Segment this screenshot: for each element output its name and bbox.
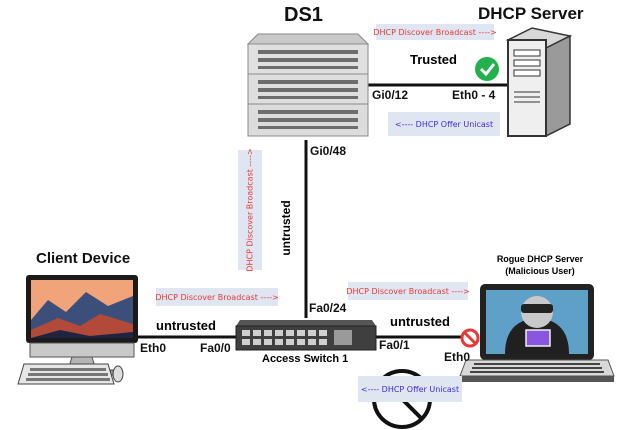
ds1-title: DS1 [284, 4, 323, 26]
hacker-laptop-icon [459, 284, 615, 382]
access-switch-label: Access Switch 1 [262, 353, 349, 365]
rogue-title-line1: Rogue DHCP Server [496, 254, 584, 264]
tower-server-icon [505, 27, 573, 138]
port-eth0-4: Eth0 - 4 [452, 88, 496, 102]
note-discover-top: DHCP Discover Broadcast ----> [373, 24, 497, 40]
port-gi0-12: Gi0/12 [372, 88, 409, 102]
port-fa0-24: Fa0/24 [309, 301, 347, 315]
dhcp-server-title: DHCP Server [478, 4, 584, 23]
rogue-dhcp-title: Rogue DHCP Server (Malicious User) [488, 253, 592, 277]
note-discover-rogue: DHCP Discover Broadcast ----> [346, 282, 470, 300]
untrusted-vertical-label: untrusted [279, 200, 293, 256]
trusted-label: Trusted [410, 52, 457, 67]
port-fa0-0: Fa0/0 [200, 341, 231, 355]
note-discover-vertical: DHCP Discover Broadcast ----> [238, 148, 262, 272]
blocked-icon [460, 328, 480, 348]
untrusted-left-label: untrusted [156, 318, 216, 333]
port-gi0-48: Gi0/48 [310, 144, 347, 158]
rogue-title-line2: (Malicious User) [505, 266, 575, 276]
client-device-title: Client Device [36, 250, 131, 267]
untrusted-right-label: untrusted [390, 314, 450, 329]
note-offer-top: <---- DHCP Offer Unicast [388, 112, 500, 136]
note-discover-client: DHCP Discover Broadcast ----> [155, 288, 279, 306]
server-rack-icon [246, 33, 370, 137]
desktop-monitor-icon [17, 275, 138, 385]
port-eth0-client: Eth0 [140, 341, 167, 355]
note-offer-rogue: <---- DHCP Offer Unicast [358, 376, 462, 402]
check-circle-icon [475, 57, 499, 81]
port-eth0-rogue: Eth0 [444, 350, 471, 364]
port-fa0-1: Fa0/1 [379, 338, 410, 352]
network-switch-icon [235, 320, 377, 351]
